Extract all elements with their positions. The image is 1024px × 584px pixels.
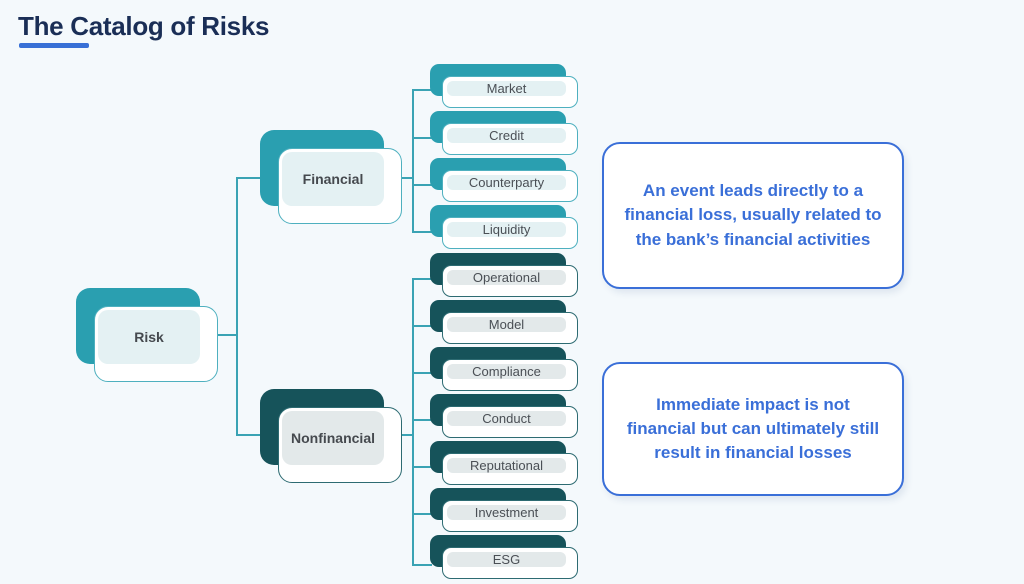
node-compliance-label: Compliance <box>472 364 541 379</box>
connector-nonfinancial-leaf-4 <box>412 466 432 468</box>
node-credit[interactable]: Credit <box>430 111 578 155</box>
connector-nonfinancial-leaf-3 <box>412 419 432 421</box>
node-counterparty[interactable]: Counterparty <box>430 158 578 202</box>
node-conduct[interactable]: Conduct <box>430 394 578 438</box>
node-market-inner: Market <box>447 81 566 96</box>
connector-financial-leaf-2 <box>412 184 432 186</box>
connector-financial-leaf-3 <box>412 231 432 233</box>
node-compliance-inner: Compliance <box>447 364 566 379</box>
node-model[interactable]: Model <box>430 300 578 344</box>
node-liquidity-inner: Liquidity <box>447 222 566 237</box>
node-financial[interactable]: Financial <box>260 130 402 224</box>
callout-nonfinancial-text: Immediate impact is not financial but ca… <box>626 394 880 463</box>
connector-nonfinancial-leaf-1 <box>412 325 432 327</box>
connector-root-trunk <box>236 177 238 435</box>
connector-nonfinancial-stub <box>396 434 414 436</box>
node-nonfinancial-label: Nonfinancial <box>290 430 375 446</box>
node-nonfinancial[interactable]: Nonfinancial <box>260 389 402 483</box>
connector-financial-leaf-0 <box>412 89 432 91</box>
node-compliance[interactable]: Compliance <box>430 347 578 391</box>
node-operational-label: Operational <box>472 270 541 285</box>
node-model-label: Model <box>488 317 525 332</box>
node-liquidity[interactable]: Liquidity <box>430 205 578 249</box>
node-market[interactable]: Market <box>430 64 578 108</box>
connector-nonfinancial-leaf-0 <box>412 278 432 280</box>
node-operational[interactable]: Operational <box>430 253 578 297</box>
node-financial-inner: Financial <box>282 152 384 206</box>
connector-nonfinancial-spine <box>412 278 414 566</box>
node-reputational[interactable]: Reputational <box>430 441 578 485</box>
callout-financial-text: An event leads directly to a financial l… <box>624 181 882 249</box>
node-operational-inner: Operational <box>447 270 566 285</box>
connector-nonfinancial-leaf-5 <box>412 513 432 515</box>
node-esg[interactable]: ESG <box>430 535 578 579</box>
node-model-inner: Model <box>447 317 566 332</box>
node-conduct-inner: Conduct <box>447 411 566 426</box>
connector-financial-stub <box>396 177 414 179</box>
title-underline-accent <box>19 43 89 48</box>
callout-financial: An event leads directly to a financial l… <box>602 142 904 289</box>
node-risk[interactable]: Risk <box>76 288 218 382</box>
connector-financial-leaf-1 <box>412 137 432 139</box>
node-investment[interactable]: Investment <box>430 488 578 532</box>
node-investment-label: Investment <box>474 505 539 520</box>
connector-trunk-to-financial <box>236 177 262 179</box>
node-financial-label: Financial <box>302 171 364 187</box>
node-reputational-label: Reputational <box>470 458 543 473</box>
node-esg-inner: ESG <box>447 552 566 567</box>
callout-nonfinancial: Immediate impact is not financial but ca… <box>602 362 904 496</box>
node-nonfinancial-inner: Nonfinancial <box>282 411 384 465</box>
connector-nonfinancial-leaf-6 <box>412 564 432 566</box>
node-market-label: Market <box>486 81 527 96</box>
page-title: The Catalog of Risks <box>18 11 270 41</box>
node-credit-label: Credit <box>489 128 524 143</box>
connector-nonfinancial-leaf-2 <box>412 372 432 374</box>
node-counterparty-label: Counterparty <box>468 175 545 190</box>
node-liquidity-label: Liquidity <box>482 222 531 237</box>
connector-trunk-to-nonfinancial <box>236 434 262 436</box>
node-risk-inner: Risk <box>98 310 200 364</box>
node-risk-label: Risk <box>134 329 164 345</box>
node-esg-label: ESG <box>492 552 521 567</box>
node-reputational-inner: Reputational <box>447 458 566 473</box>
connector-financial-spine <box>412 89 414 233</box>
node-credit-inner: Credit <box>447 128 566 143</box>
node-counterparty-inner: Counterparty <box>447 175 566 190</box>
connector-root-stub <box>216 334 238 336</box>
node-conduct-label: Conduct <box>482 411 531 426</box>
node-investment-inner: Investment <box>447 505 566 520</box>
